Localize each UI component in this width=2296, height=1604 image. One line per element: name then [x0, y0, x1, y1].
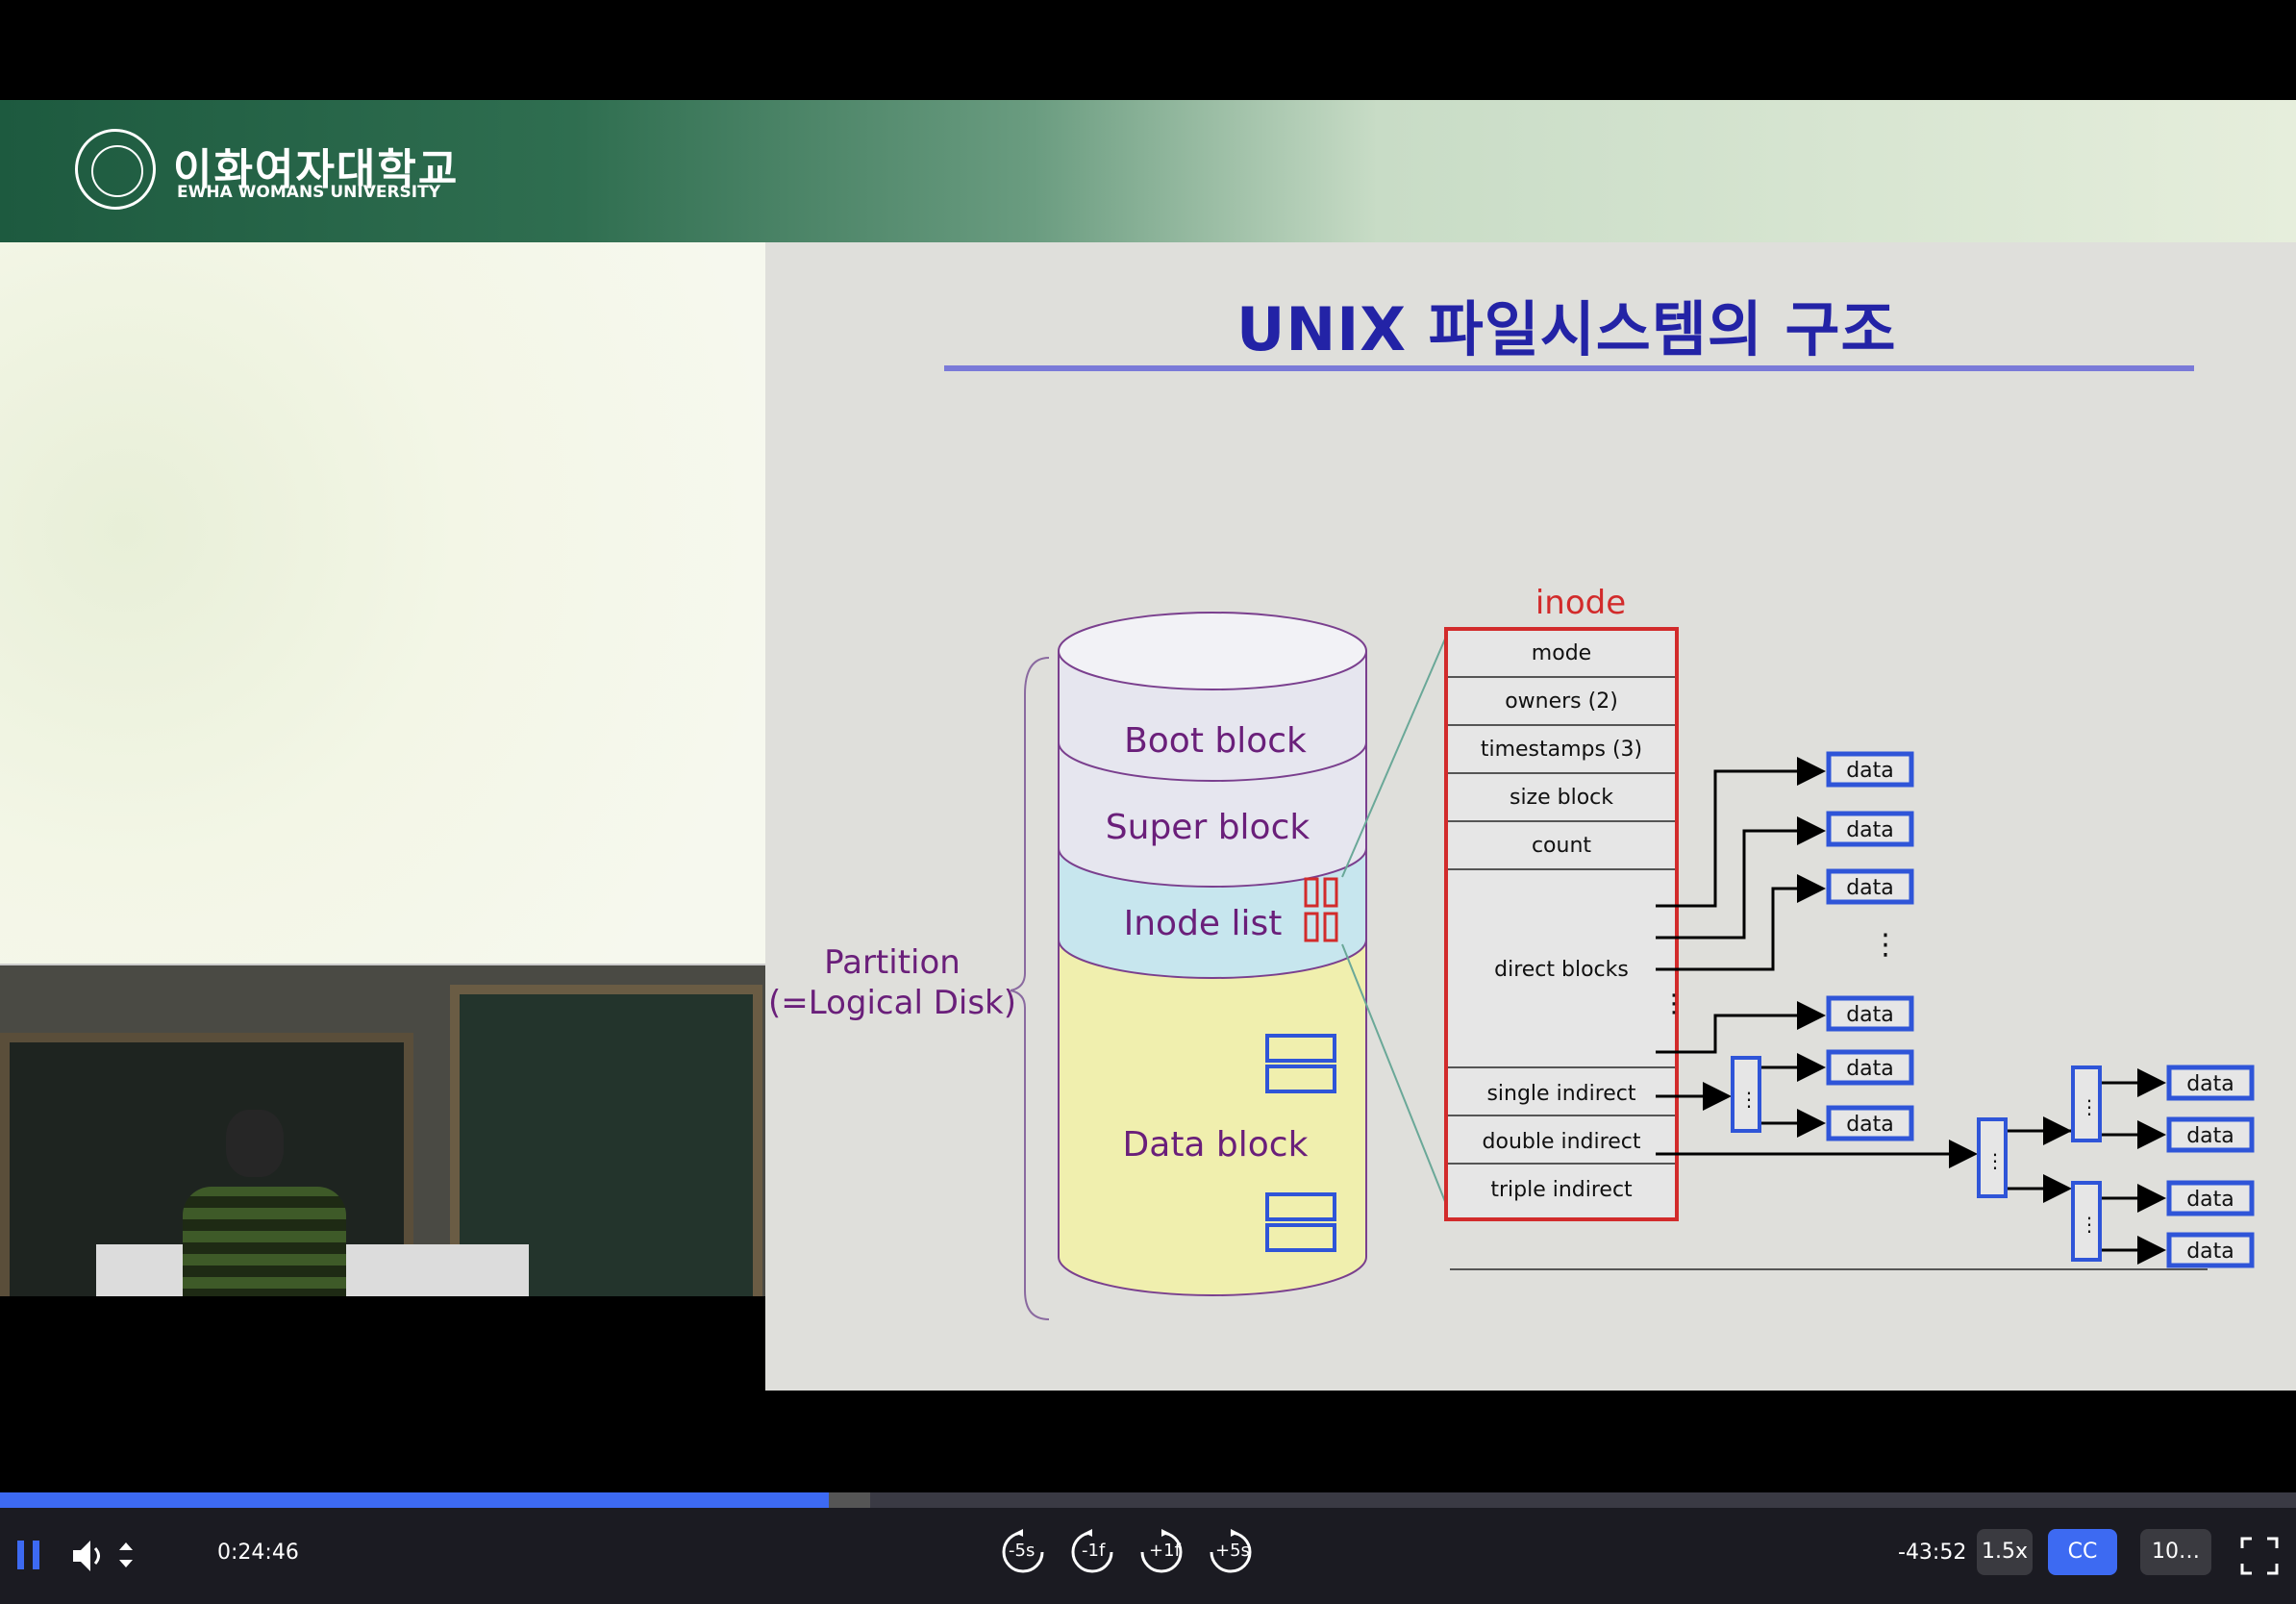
- lecturer-camera: [0, 964, 765, 1296]
- data-box: data: [1846, 876, 1894, 900]
- logo-english: EWHA WOMANS UNIVERSITY: [177, 183, 440, 202]
- inode-title: inode: [1535, 584, 1626, 622]
- player-controls: 0:24:46 -5s -1f +1f +5s -43:52 1.5x CC 1…: [0, 1508, 2296, 1604]
- remaining-time: -43:52: [1898, 1541, 1966, 1565]
- seek-progress: [0, 1492, 829, 1508]
- data-box: data: [1846, 1057, 1894, 1081]
- svg-text:⋮: ⋮: [1661, 990, 1686, 1018]
- video-frame[interactable]: 이화여자대학교 EWHA WOMANS UNIVERSITY UNIX 파일시스…: [0, 100, 2296, 1391]
- captions-button[interactable]: CC: [2048, 1529, 2117, 1575]
- inode-list-label: Inode list: [1124, 904, 1283, 943]
- lecture-slide: UNIX 파일시스템의 구조 Boot block Super block: [765, 242, 2296, 1391]
- frame-back-button[interactable]: -1f: [1067, 1527, 1117, 1577]
- data-box: data: [2186, 1240, 2234, 1264]
- data-box: data: [2186, 1072, 2234, 1096]
- svg-text:⋮: ⋮: [2080, 1213, 2099, 1236]
- inode-field-mode: mode: [1532, 641, 1591, 665]
- svg-text:⋮: ⋮: [1739, 1088, 1759, 1111]
- seek-bar[interactable]: [0, 1492, 2296, 1508]
- volume-stepper-icon[interactable]: [115, 1539, 137, 1573]
- speed-button[interactable]: 1.5x: [1977, 1529, 2033, 1575]
- data-box: data: [1846, 1113, 1894, 1137]
- university-seal-icon: [75, 129, 156, 210]
- inode-field-double: double indirect: [1483, 1130, 1641, 1154]
- inode-field-timestamps: timestamps (3): [1481, 738, 1642, 762]
- svg-text:⋮: ⋮: [2080, 1095, 2099, 1118]
- inode-field-count: count: [1532, 834, 1591, 858]
- data-box: data: [2186, 1188, 2234, 1212]
- data-box: data: [1846, 818, 1894, 842]
- skip-forward-5-label: +5s: [1215, 1541, 1250, 1561]
- super-block-label: Super block: [1106, 808, 1310, 847]
- frame-forward-button[interactable]: +1f: [1136, 1527, 1186, 1577]
- data-box: data: [1846, 1003, 1894, 1027]
- skip-forward-5-button[interactable]: +5s: [1206, 1527, 1256, 1577]
- frame-back-label: -1f: [1082, 1541, 1105, 1561]
- decorative-background: [0, 242, 765, 1062]
- partition-sublabel: (=Logical Disk): [768, 984, 1016, 1022]
- svg-text:⋮: ⋮: [1871, 928, 1900, 962]
- lecturer: [183, 1110, 346, 1296]
- data-box: data: [1846, 759, 1894, 783]
- inode-field-single: single indirect: [1486, 1082, 1635, 1106]
- boot-block-label: Boot block: [1124, 721, 1307, 761]
- fullscreen-icon[interactable]: [2240, 1537, 2279, 1575]
- inode-field-triple: triple indirect: [1490, 1178, 1633, 1202]
- volume-icon[interactable]: [69, 1537, 108, 1575]
- indirect-blocks: [1733, 1058, 2100, 1260]
- university-banner: 이화여자대학교 EWHA WOMANS UNIVERSITY: [0, 100, 2296, 242]
- elapsed-time: 0:24:46: [217, 1541, 299, 1565]
- skip-back-5-label: -5s: [1009, 1541, 1035, 1561]
- inode-field-owners: owners (2): [1505, 689, 1618, 714]
- frame-forward-label: +1f: [1149, 1541, 1181, 1561]
- skip-back-5-button[interactable]: -5s: [998, 1527, 1048, 1577]
- inode-field-size: size block: [1510, 786, 1613, 810]
- pause-icon[interactable]: [13, 1539, 48, 1573]
- filesystem-diagram: Boot block Super block Inode list Data b…: [765, 242, 2296, 1391]
- inode-field-direct: direct blocks: [1494, 958, 1629, 982]
- quality-button[interactable]: 10…: [2140, 1529, 2211, 1575]
- data-box: data: [2186, 1124, 2234, 1148]
- svg-text:⋮: ⋮: [1985, 1149, 2005, 1172]
- partition-label: Partition: [824, 943, 961, 982]
- data-block-label: Data block: [1123, 1125, 1309, 1165]
